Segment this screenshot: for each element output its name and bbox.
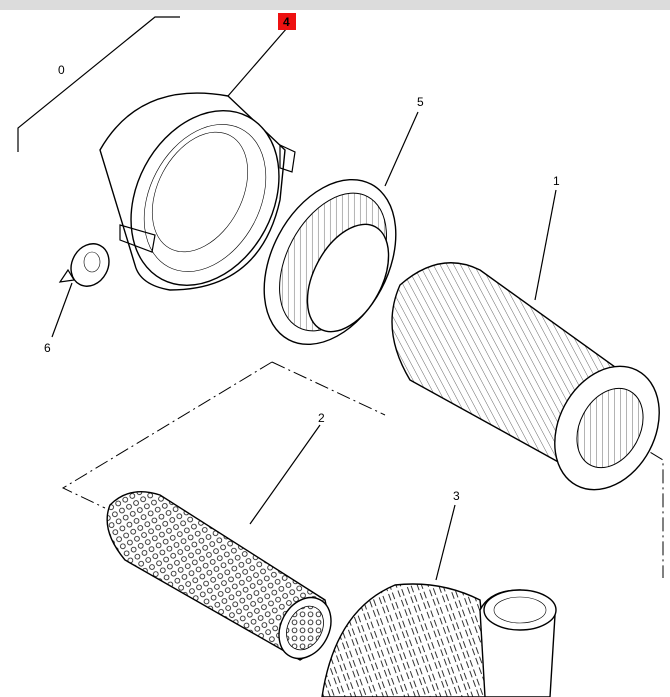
leader-6 [51, 282, 73, 338]
part-2-inner-mesh-element[interactable] [106, 491, 341, 668]
callout-4[interactable]: 4 [283, 15, 290, 29]
leader-5 [384, 111, 419, 187]
leader-lines [17, 16, 557, 581]
callout-3[interactable]: 3 [453, 489, 460, 503]
callout-labels: 0 4 5 1 6 2 3 [44, 13, 560, 503]
callout-2[interactable]: 2 [318, 411, 325, 425]
leader-3 [435, 504, 456, 581]
top-bar [0, 0, 670, 10]
callout-4-highlight [278, 13, 296, 30]
part-1-main-filter[interactable] [391, 262, 670, 508]
leader-2 [249, 424, 321, 525]
exploded-parts-diagram: 0 4 5 1 6 2 3 [17, 13, 670, 697]
part-5-safety-element[interactable] [237, 157, 422, 367]
leader-1 [534, 189, 557, 301]
part-6-valve[interactable] [58, 237, 116, 293]
callout-1[interactable]: 1 [553, 174, 560, 188]
part-4-housing-cover[interactable] [99, 85, 308, 311]
callout-6[interactable]: 6 [44, 341, 51, 355]
callout-5[interactable]: 5 [417, 95, 424, 109]
leader-0 [17, 16, 180, 152]
leader-4 [227, 27, 288, 97]
callout-0[interactable]: 0 [58, 63, 65, 77]
part-3-housing-body[interactable] [321, 583, 557, 697]
